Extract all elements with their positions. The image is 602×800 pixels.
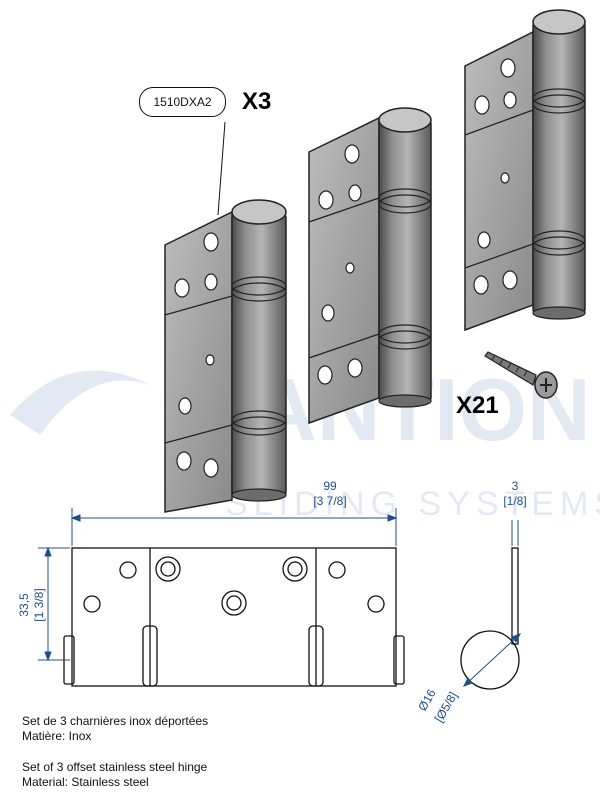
hinge-view-folded bbox=[464, 9, 586, 332]
callout-leader bbox=[217, 121, 226, 216]
thickness-dimension-mm: 3 bbox=[511, 479, 519, 493]
screw-quantity: X21 bbox=[456, 392, 499, 419]
width-dimension-mm: 99 bbox=[323, 479, 337, 493]
screw-holes bbox=[174, 232, 219, 478]
part-code-callout: 1510DXA2 bbox=[139, 87, 226, 117]
hinge-barrel bbox=[231, 211, 287, 498]
hinge-view-open bbox=[164, 121, 287, 513]
screw-illustration bbox=[484, 351, 558, 399]
hinge-view-side bbox=[308, 107, 432, 425]
height-dimension-mm: 33,5 bbox=[17, 593, 31, 617]
technical-drawing-side bbox=[460, 547, 520, 690]
caption-fr-material: Matière: Inox bbox=[22, 729, 92, 743]
width-dimension-in: [3 7/8] bbox=[313, 494, 347, 508]
caption-en-title: Set of 3 offset stainless steel hinge bbox=[22, 760, 208, 774]
hinge-quantity: X3 bbox=[242, 88, 272, 115]
thickness-dimension-in: [1/8] bbox=[503, 494, 527, 508]
caption-en-material: Material: Stainless steel bbox=[22, 775, 149, 789]
height-dimension-in: [1 3/8] bbox=[32, 588, 46, 622]
hinge-leaf bbox=[164, 210, 233, 513]
dimension-lines bbox=[38, 508, 522, 687]
torx-drive bbox=[540, 378, 552, 392]
caption-fr-title: Set de 3 charnières inox déportées bbox=[22, 714, 209, 728]
technical-drawing-front bbox=[63, 547, 405, 687]
